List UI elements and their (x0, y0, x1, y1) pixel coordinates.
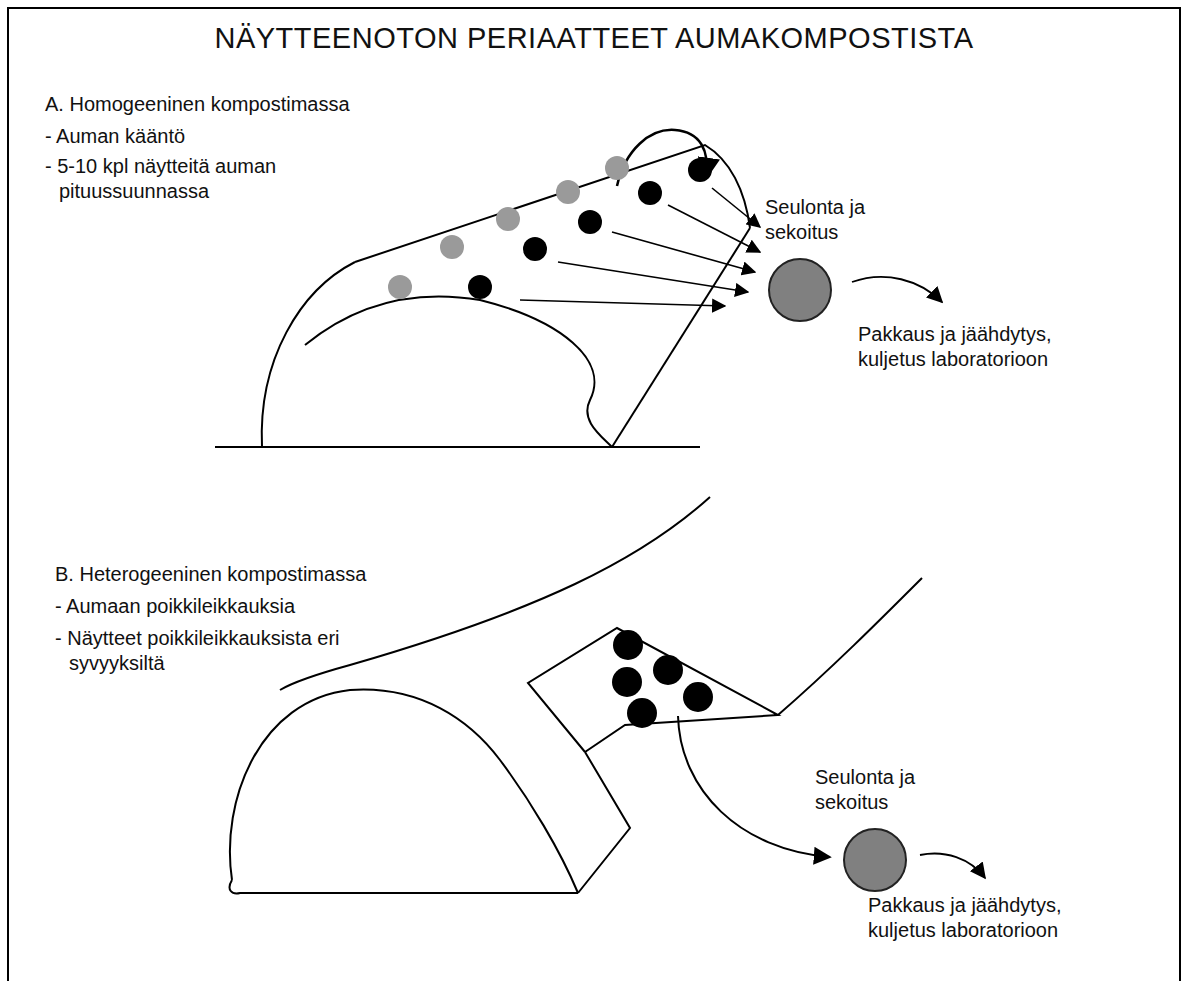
sample-arrows-a (520, 188, 760, 306)
section-text: - Auman kääntö (45, 124, 185, 149)
mixed-sample (844, 829, 906, 891)
process-note: Pakkaus ja jäähdytys, kuljetus laborator… (868, 893, 1128, 943)
mixed-sample (769, 259, 831, 321)
sample-arrow-b (678, 716, 830, 857)
mixing-circle: Seulonta ja sekoitus (765, 195, 890, 325)
circle-shape (765, 255, 835, 325)
diagram-title: NÄYTTEENOTON PERIAATTEET AUMAKOMPOSTISTA (0, 22, 1188, 55)
section-text: - Aumaan poikkileikkauksia (55, 594, 295, 619)
packing-arrow-a (852, 277, 942, 302)
section-text: B. Heterogeeninen kompostimassa (55, 562, 366, 587)
frame (8, 8, 1180, 981)
packing-arrow-b (920, 854, 985, 878)
windrow-a (215, 130, 750, 447)
node-heading: Seulonta ja sekoitus (815, 765, 940, 815)
node-heading: Seulonta ja sekoitus (765, 195, 890, 245)
circle-shape (840, 825, 910, 895)
section-text: - 5-10 kpl näytteitä auman pituussuunnas… (45, 154, 304, 204)
process-note: Pakkaus ja jäähdytys, kuljetus laborator… (858, 322, 1118, 372)
sample-dots (388, 156, 713, 728)
section-text: - Näytteet poikkileikkauksista eri syvyy… (55, 626, 404, 676)
section-text: A. Homogeeninen kompostimassa (45, 92, 350, 117)
windrow-b (230, 497, 922, 893)
mixing-circle: Seulonta ja sekoitus (815, 765, 940, 895)
